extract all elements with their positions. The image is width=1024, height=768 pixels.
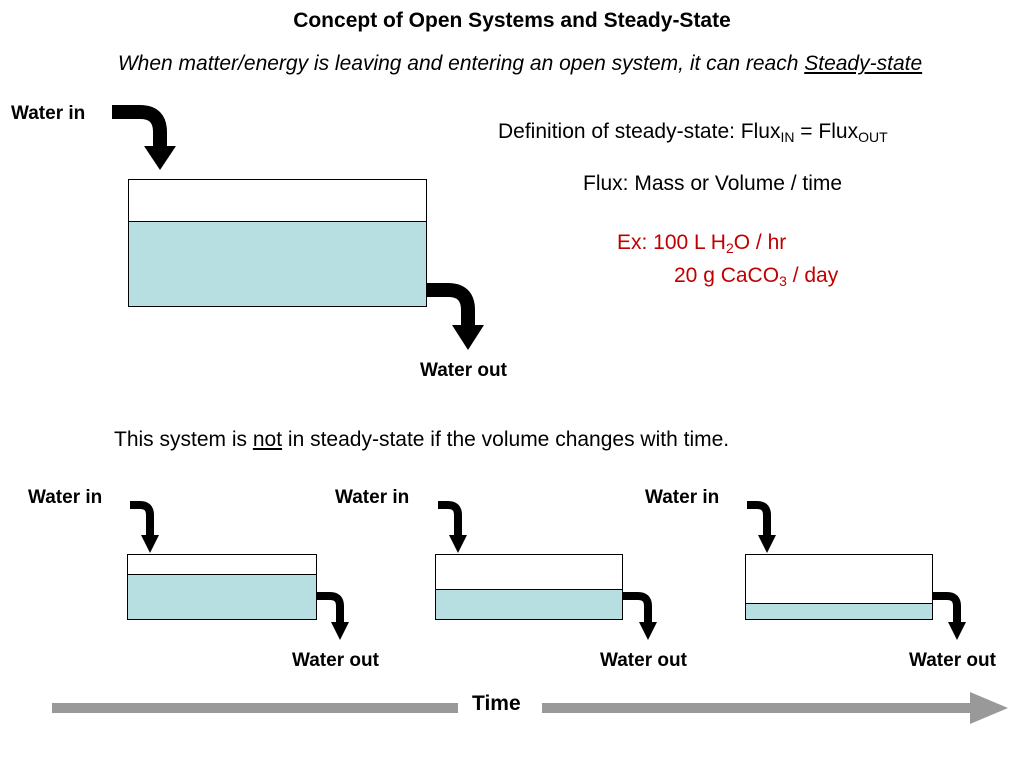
- example-1-suffix: O / hr: [733, 231, 787, 254]
- tank-3: [745, 554, 933, 620]
- subtitle-text: When matter/energy is leaving and enteri…: [117, 52, 805, 75]
- tank2-inflow-arrow: [438, 501, 467, 553]
- tank2-outflow-arrow: [623, 592, 657, 640]
- subtitle-steady-state: Steady-state: [804, 52, 923, 75]
- tank1-water-out-label: Water out: [292, 650, 379, 671]
- tank2-water-out-label: Water out: [600, 650, 687, 671]
- non-steady-state-statement: This system is not in steady-state if th…: [114, 428, 729, 452]
- tank-3-water: [746, 603, 932, 619]
- page-title: Concept of Open Systems and Steady-State: [293, 9, 731, 32]
- main-tank: [128, 179, 427, 307]
- definition-equals: = Flux: [794, 120, 859, 143]
- tank1-water-in-label: Water in: [28, 487, 103, 508]
- tank3-water-in-label: Water in: [645, 487, 720, 508]
- definition-prefix: Definition of steady-state: Flux: [498, 120, 781, 143]
- tank3-outflow-arrow: [932, 592, 966, 640]
- time-arrow: [52, 692, 1008, 724]
- statement-before: This system is: [114, 428, 253, 451]
- main-outflow-arrow: [427, 283, 484, 350]
- time-label: Time: [472, 692, 521, 715]
- main-water-out-label: Water out: [420, 360, 507, 381]
- main-tank-water: [129, 220, 426, 306]
- subtitle: When matter/energy is leaving and enteri…: [0, 52, 1024, 76]
- example-2: 20 g CaCO3 / day: [674, 264, 838, 288]
- tank-1: [127, 554, 317, 620]
- tank1-inflow-arrow: [130, 501, 159, 553]
- steady-state-definition: Definition of steady-state: FluxIN = Flu…: [498, 120, 888, 144]
- tank-1-water: [128, 573, 316, 619]
- statement-not: not: [252, 428, 283, 451]
- main-inflow-arrow: [112, 105, 176, 170]
- flux-definition: Flux: Mass or Volume / time: [583, 172, 843, 195]
- example-1: Ex: 100 L H2O / hr: [617, 231, 786, 255]
- example-2-suffix: / day: [786, 264, 839, 287]
- tank3-inflow-arrow: [747, 501, 776, 553]
- definition-sub-in: IN: [780, 129, 795, 145]
- example-2-prefix: 20 g CaCO: [674, 264, 780, 287]
- example-1-sub: 2: [725, 240, 734, 256]
- tank2-water-in-label: Water in: [335, 487, 410, 508]
- example-2-sub: 3: [779, 273, 787, 289]
- statement-after: in steady-state if the volume changes wi…: [282, 428, 730, 451]
- main-water-in-label: Water in: [11, 103, 86, 124]
- definition-sub-out: OUT: [858, 129, 888, 145]
- tank1-outflow-arrow: [317, 592, 349, 640]
- example-1-prefix: Ex: 100 L H: [617, 231, 726, 254]
- tank-2-water: [436, 588, 622, 619]
- tank-2: [435, 554, 623, 620]
- tank3-water-out-label: Water out: [909, 650, 996, 671]
